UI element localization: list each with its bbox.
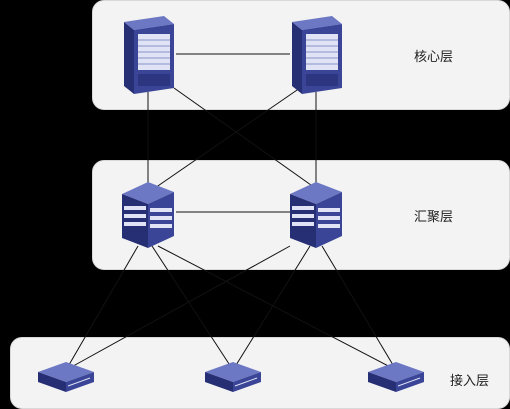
aggregation-switch-right: [290, 182, 342, 248]
access-layer-label: 接入层: [450, 374, 490, 389]
link-aggL-accL: [65, 245, 139, 371]
link-aggR-accR: [321, 245, 397, 371]
core-layer-label: 核心层: [414, 50, 454, 65]
access-switch-left: [38, 362, 94, 392]
aggregation-layer-label: 汇聚层: [414, 210, 454, 225]
core-switch-right: [292, 16, 342, 94]
core-switch-left: [124, 16, 174, 94]
link-aggL-accR: [157, 245, 397, 371]
access-switch-middle: [205, 362, 261, 392]
connection-lines: [65, 53, 397, 371]
link-aggR-accM: [232, 245, 311, 371]
network-topology-diagram: 核心层 汇聚层 接入层: [10, 0, 510, 409]
link-coreL-aggR: [173, 87, 319, 191]
aggregation-switch-left: [122, 182, 174, 248]
link-coreR-aggL: [151, 87, 301, 191]
link-aggR-accL: [65, 245, 291, 371]
access-switch-right: [368, 362, 424, 392]
link-aggL-accM: [151, 245, 234, 371]
